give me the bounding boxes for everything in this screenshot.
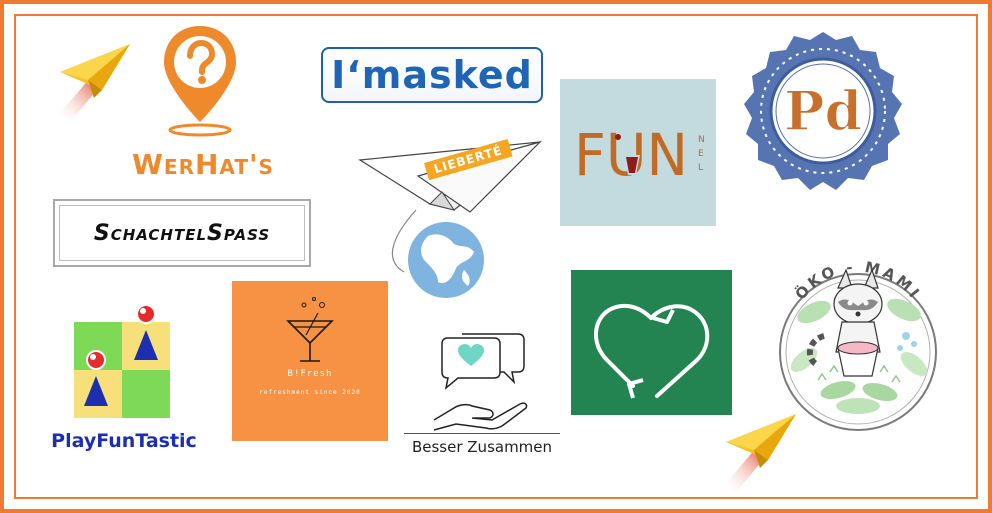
werhats-logo-text: WerHat's: [132, 148, 274, 181]
oko-mami-logo: ÖKO - MAMI: [768, 240, 948, 436]
paper-plane-icon-bottom: [716, 412, 801, 492]
schachtelspass-inner-border: SchachtelSpass: [59, 205, 305, 261]
funnel-logo: FUN NEL: [560, 79, 716, 226]
funnel-suffix-text: NEL: [698, 135, 705, 173]
bfresh-logo: B!Fresh refreshment since 2020: [232, 281, 388, 441]
inner-frame: [14, 14, 978, 499]
imasked-logo: I‘masked: [321, 47, 543, 103]
besser-zusammen-divider: [404, 433, 560, 434]
pd-seal-text: Pd: [784, 79, 862, 143]
imasked-logo-text: I‘masked: [331, 53, 533, 97]
recycle-heart-icon: [593, 303, 710, 399]
paper-plane-icon: [50, 42, 135, 122]
bfresh-logo-text: B!Fresh: [287, 369, 333, 379]
playfuntastic-logo-text: PlayFunTastic: [51, 430, 197, 452]
schachtelspass-logo-text: SchachtelSpass: [93, 220, 271, 246]
werhats-pin-icon: [160, 24, 240, 138]
schachtelspass-logo: SchachtelSpass: [53, 199, 311, 267]
pd-seal-logo: Pd: [740, 30, 906, 192]
playfuntastic-icon: [72, 300, 172, 424]
cocktail-glass-icon: [286, 297, 334, 362]
besser-zusammen-logo-text: Besser Zusammen: [411, 438, 553, 456]
besser-zusammen-icon: [432, 328, 536, 432]
recycle-heart-logo: [571, 270, 732, 415]
bfresh-tagline: refreshment since 2020: [259, 389, 361, 396]
